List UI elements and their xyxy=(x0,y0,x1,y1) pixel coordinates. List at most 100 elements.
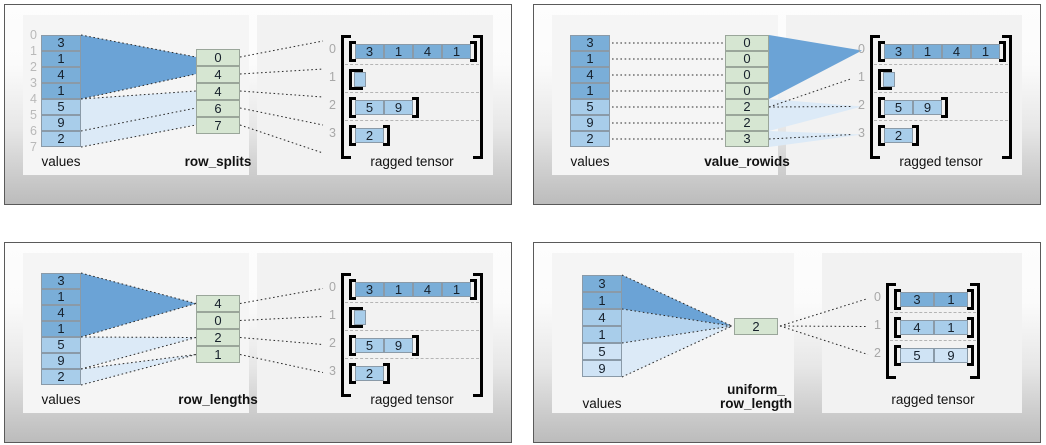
tensor-row-bracket xyxy=(894,345,974,366)
value-cell: 3 xyxy=(41,273,81,289)
tensor-row-bracket xyxy=(349,97,419,118)
tensor-row-bracket xyxy=(349,279,477,300)
tensor-cell: 1 xyxy=(934,319,968,335)
value-cell: 9 xyxy=(570,115,610,131)
value-cell: 5 xyxy=(41,99,81,115)
tensor-cell: 1 xyxy=(971,43,1000,59)
tensor-row-index: 1 xyxy=(329,70,336,84)
value-index-label: 7 xyxy=(30,140,37,154)
value-cell: 5 xyxy=(570,99,610,115)
tensor-row-separator xyxy=(345,120,479,121)
value-cell: 4 xyxy=(41,67,81,83)
tensor-row-bracket xyxy=(349,363,390,384)
tensor-row-bracket xyxy=(878,97,948,118)
metadata-caption: row_lengths xyxy=(178,392,258,407)
metadata-cell: 3 xyxy=(725,131,769,147)
tensor-row-separator xyxy=(890,340,976,341)
value-cell: 2 xyxy=(41,369,81,385)
tensor-row-bracket xyxy=(878,41,1006,62)
values-caption: values xyxy=(570,154,610,169)
tensor-row-index: 3 xyxy=(329,126,336,140)
tensor-cell: 1 xyxy=(384,43,413,59)
metadata-cell: 0 xyxy=(725,83,769,99)
value-cell: 1 xyxy=(41,321,81,337)
ragged-tensor-region xyxy=(257,15,493,175)
tensor-row-separator xyxy=(890,312,976,313)
value-cell: 2 xyxy=(570,131,610,147)
tensor-row-bracket xyxy=(894,289,974,310)
tensor-caption: ragged tensor xyxy=(370,154,454,169)
metadata-cell: 4 xyxy=(196,295,240,312)
metadata-cell: 4 xyxy=(196,82,240,100)
value-cell: 9 xyxy=(582,360,622,377)
tensor-row-index: 2 xyxy=(874,346,881,360)
tensor-caption: ragged tensor xyxy=(891,392,975,407)
value-cell: 9 xyxy=(41,115,81,131)
tensor-cell: 1 xyxy=(442,281,471,297)
value-cell: 1 xyxy=(570,83,610,99)
metadata-cell: 4 xyxy=(196,65,240,83)
tensor-cell: 2 xyxy=(884,127,913,143)
values-caption: values xyxy=(582,396,622,411)
metadata-cell: 1 xyxy=(196,346,240,363)
tensor-cell: 9 xyxy=(913,99,942,115)
tensor-row-index: 2 xyxy=(329,336,336,350)
metadata-cell: 2 xyxy=(725,115,769,131)
tensor-cell: 9 xyxy=(384,337,413,353)
tensor-cell: 1 xyxy=(913,43,942,59)
tensor-row-bracket xyxy=(894,317,974,338)
tensor-cell: 5 xyxy=(355,337,384,353)
tensor-outer-bracket xyxy=(341,273,483,397)
tensor-cell: 9 xyxy=(934,347,968,363)
tensor-row-separator xyxy=(345,64,479,65)
tensor-row-index: 0 xyxy=(874,290,881,304)
tensor-row-bracket xyxy=(349,125,390,146)
tensor-cell: 3 xyxy=(884,43,913,59)
tensor-cell: 1 xyxy=(934,291,968,307)
metadata-cell: 2 xyxy=(196,329,240,346)
value-cell: 5 xyxy=(582,343,622,360)
tensor-row-index: 0 xyxy=(329,280,336,294)
tensor-caption: ragged tensor xyxy=(899,154,983,169)
value-cell: 9 xyxy=(41,353,81,369)
tensor-empty-cell xyxy=(354,309,366,325)
tensor-row-separator xyxy=(345,92,479,93)
value-cell: 3 xyxy=(582,275,622,292)
value-cell: 4 xyxy=(582,309,622,326)
value-index-label: 3 xyxy=(30,76,37,90)
tensor-row-bracket xyxy=(349,41,477,62)
tensor-cell: 5 xyxy=(884,99,913,115)
metadata-column: 2 xyxy=(734,317,778,335)
values-caption: values xyxy=(41,392,81,407)
tensor-cell: 4 xyxy=(413,43,442,59)
value-cell: 1 xyxy=(41,289,81,305)
tensor-row-index: 1 xyxy=(329,308,336,322)
tensor-outer-bracket xyxy=(870,35,1012,159)
tensor-row-bracket xyxy=(878,125,919,146)
tensor-caption: ragged tensor xyxy=(370,392,454,407)
value-cell: 3 xyxy=(570,35,610,51)
tensor-empty-cell xyxy=(354,71,366,87)
value-index-label: 4 xyxy=(30,92,37,106)
value-cell: 1 xyxy=(41,83,81,99)
tensor-row-index: 0 xyxy=(858,42,865,56)
tensor-empty-cell xyxy=(883,71,895,87)
metadata-cell: 0 xyxy=(725,67,769,83)
tensor-outer-bracket xyxy=(341,35,483,159)
value-index-label: 5 xyxy=(30,108,37,122)
value-cell: 3 xyxy=(41,35,81,51)
tensor-cell: 3 xyxy=(355,43,384,59)
metadata-cell: 2 xyxy=(734,317,778,335)
metadata-cell: 2 xyxy=(725,99,769,115)
